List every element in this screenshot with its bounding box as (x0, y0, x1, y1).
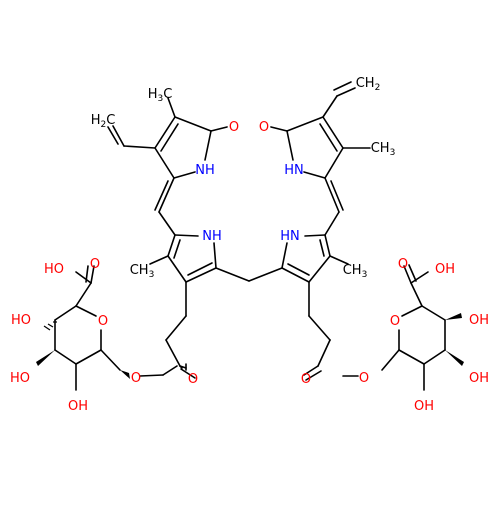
atom-label-me-tr: CH3 (371, 141, 396, 159)
atom-label-o-ring-l: O (98, 314, 108, 329)
atom-label-nh-lac-r: HN (284, 163, 304, 178)
left-pyrrole-bonds (149, 211, 217, 379)
left-hash-c2 (43, 321, 57, 331)
right-lactam-ring-bonds (270, 81, 371, 213)
atom-label-vinyl-tl: H2C (91, 113, 116, 131)
atom-label-nh-pyr-l: NH (202, 229, 222, 244)
right-pyrrole-bonds (281, 211, 349, 381)
atom-label-oh-r3: OH (414, 399, 434, 414)
left-glucuronide-bonds (54, 265, 121, 391)
methylene-bridge-bonds (215, 267, 283, 282)
atom-label-cooh-l-o: O (90, 257, 100, 272)
atom-label-me-tl: H3C (148, 87, 173, 105)
atom-label-o-co-l: O (188, 372, 198, 387)
atom-label-o-ester-l: O (131, 371, 141, 386)
atom-label-me-mr: CH3 (343, 263, 368, 281)
atom-label-oh-l3: OH (68, 399, 88, 414)
atom-label-vinyl-tr: CH2 (356, 76, 381, 94)
atom-label-cooh-r-o: O (398, 257, 408, 272)
atom-label-o-lac-l: O (229, 120, 239, 135)
atom-label-cooh-l-oh: HO (44, 262, 64, 277)
atom-label-o-co-r: O (301, 372, 311, 387)
left-ester-bonds (139, 365, 187, 377)
right-glucuronide-bonds (381, 264, 446, 391)
left-lactam-ring-bonds (107, 97, 228, 213)
atom-label-me-ml: CH3 (130, 263, 155, 281)
left-wedge-c1 (120, 370, 130, 379)
atom-labels: H3C H2C O NH CH2 O HN CH3 NH HN CH3 CH3 … (10, 76, 489, 414)
atom-label-oh-r1: OH (469, 313, 489, 328)
atom-label-o-ester-r: O (359, 371, 369, 386)
right-wedge-c4 (445, 350, 464, 366)
atom-label-oh-l1: HO (11, 313, 31, 328)
left-wedge-c3 (36, 350, 55, 366)
atom-label-o-lac-r: O (259, 120, 269, 135)
atom-label-nh-pyr-r: HN (280, 229, 300, 244)
atom-label-oh-r2: OH (469, 371, 489, 386)
atom-label-oh-l2: HO (10, 371, 30, 386)
atom-label-nh-lac-l: NH (195, 163, 215, 178)
atom-label-cooh-r-oh: OH (435, 262, 455, 277)
right-wedge-c3 (445, 313, 462, 320)
atom-label-o-ring-r: O (390, 314, 400, 329)
